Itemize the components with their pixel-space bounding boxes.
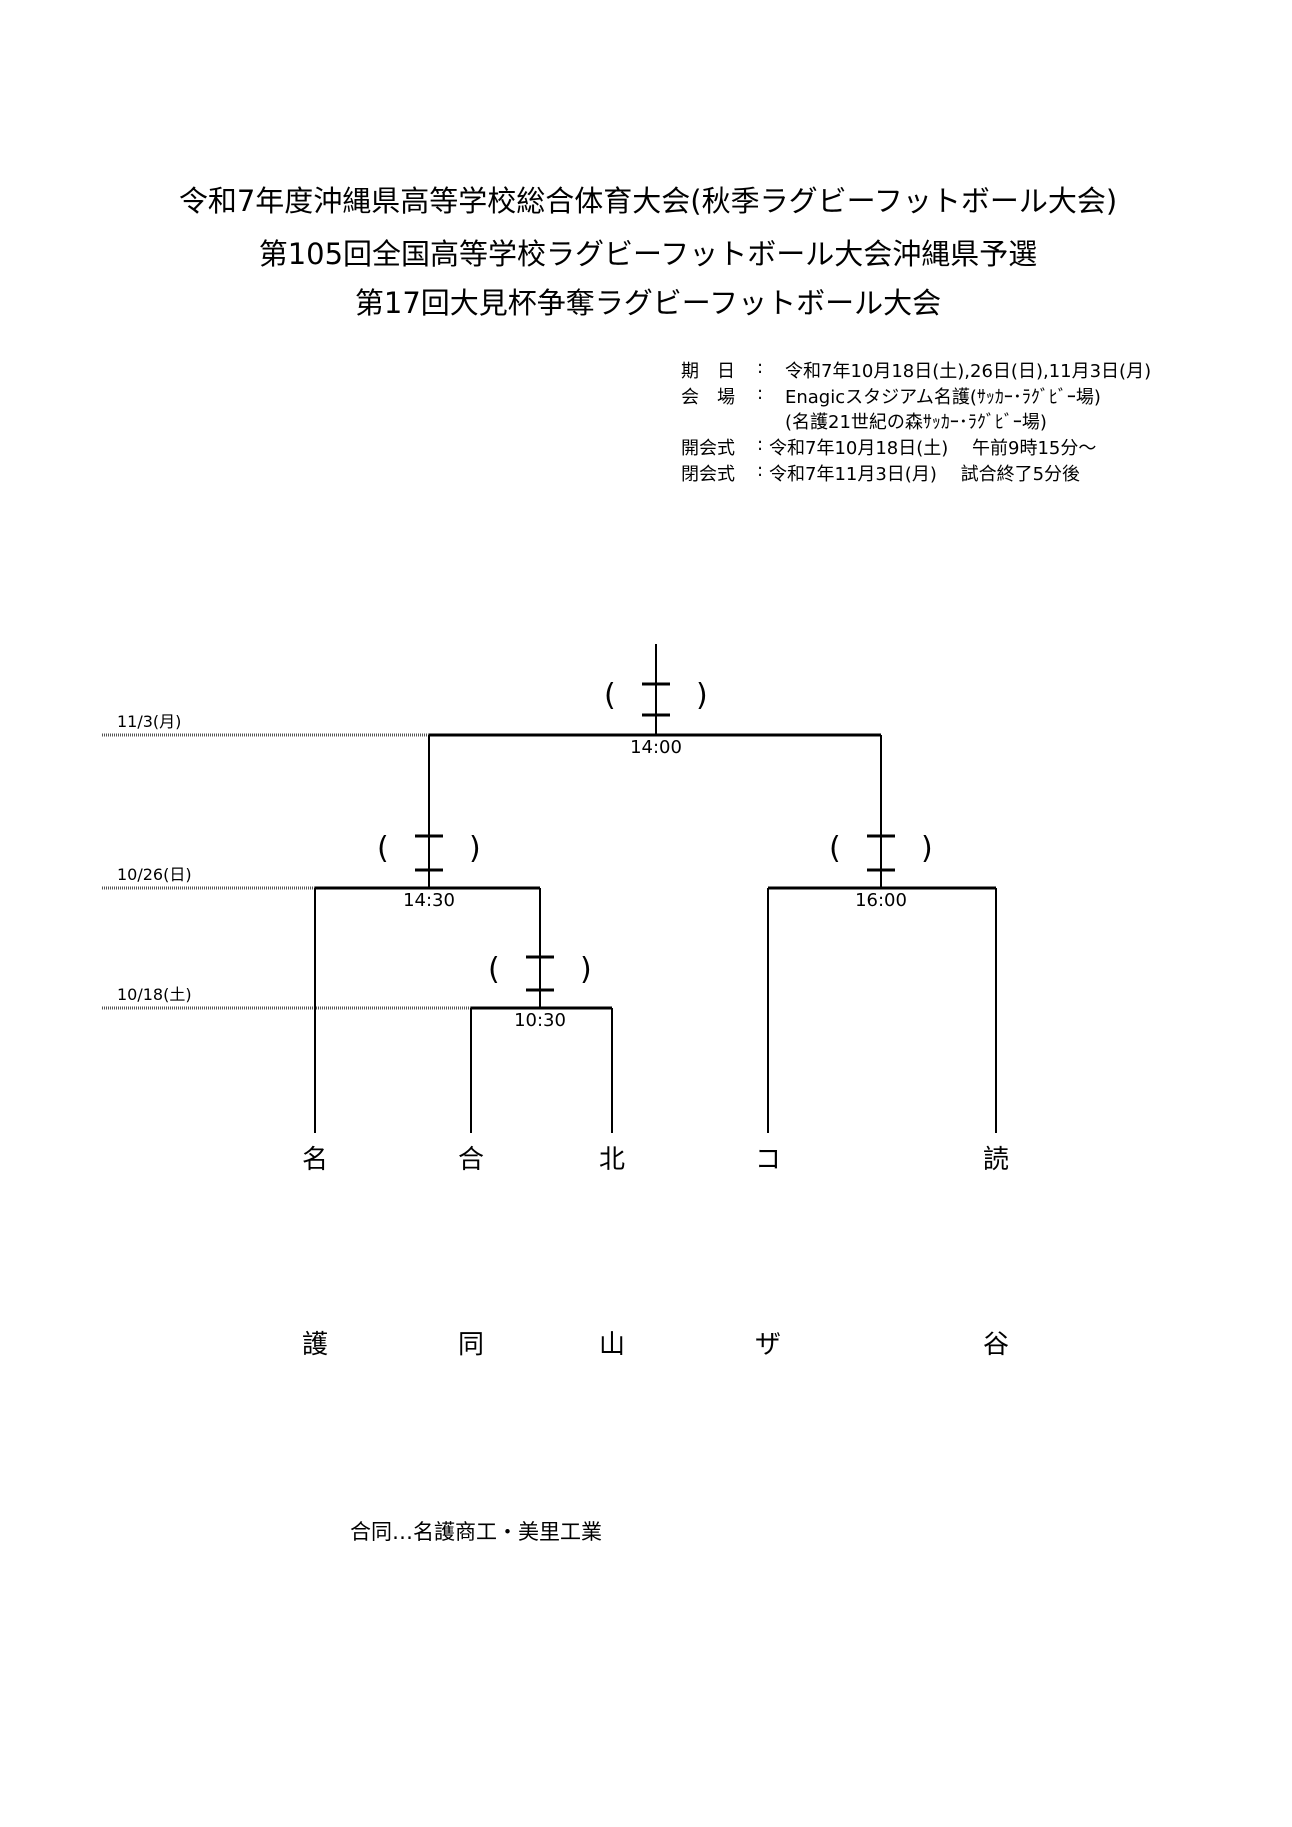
title-line-2: 第105回全国高等学校ラグビーフットボール大会沖縄県予選: [258, 237, 1038, 271]
round-date-semi: 10/26(日): [117, 865, 192, 884]
venue-value: Enagicスタジアム名護(ｻｯｶｰ･ﾗｸﾞﾋﾞｰ場): [785, 387, 1101, 408]
opening-value: 令和7年10月18日(土) 午前9時15分～: [769, 438, 1097, 459]
score-paren-open: (: [604, 678, 616, 713]
match-time-qf: 10:30: [514, 1010, 566, 1031]
score-paren-open: (: [488, 952, 500, 987]
closing-value: 令和7年11月3日(月) 試合終了5分後: [769, 464, 1081, 485]
footnote: 合同…名護商工・美里工業: [350, 1520, 602, 1544]
team-4-line1: コ: [754, 1145, 781, 1175]
title-line-3: 第17回大見杯争奪ラグビーフットボール大会: [354, 286, 942, 320]
title-line-1: 令和7年度沖縄県高等学校総合体育大会(秋季ラグビーフットボール大会): [178, 184, 1118, 218]
opening-label: 開会式: [681, 438, 735, 459]
venue-label: 会 場: [681, 387, 735, 408]
match-time-final: 14:00: [630, 737, 682, 758]
colon: :: [757, 357, 764, 378]
venue-value-2: (名護21世紀の森ｻｯｶｰ･ﾗｸﾞﾋﾞｰ場): [785, 412, 1047, 433]
team-3-line2: 山: [598, 1330, 625, 1360]
colon: :: [757, 460, 764, 481]
round-date-qf: 10/18(土): [117, 985, 192, 1004]
team-3-line1: 北: [598, 1145, 625, 1175]
date-value: 令和7年10月18日(土),26日(日),11月3日(月): [785, 361, 1152, 382]
colon: :: [757, 383, 764, 404]
score-paren-open: (: [377, 831, 389, 866]
score-paren-open: (: [829, 831, 841, 866]
match-time-semi-right: 16:00: [855, 890, 907, 911]
score-paren-close: ): [580, 952, 592, 987]
colon: :: [757, 434, 764, 455]
team-5-line1: 読: [982, 1145, 1009, 1175]
team-5-line2: 谷: [982, 1330, 1009, 1360]
team-1-line2: 護: [301, 1330, 328, 1360]
team-2-line2: 同: [457, 1330, 484, 1360]
score-paren-close: ): [469, 831, 481, 866]
team-1-line1: 名: [301, 1145, 328, 1175]
match-time-semi-left: 14:30: [403, 890, 455, 911]
score-paren-close: ): [921, 831, 933, 866]
team-2-line1: 合: [457, 1145, 484, 1175]
score-paren-close: ): [696, 678, 708, 713]
round-date-final: 11/3(月): [117, 712, 182, 731]
team-4-line2: ザ: [754, 1330, 781, 1360]
date-label: 期 日: [681, 361, 735, 382]
closing-label: 閉会式: [681, 464, 735, 485]
